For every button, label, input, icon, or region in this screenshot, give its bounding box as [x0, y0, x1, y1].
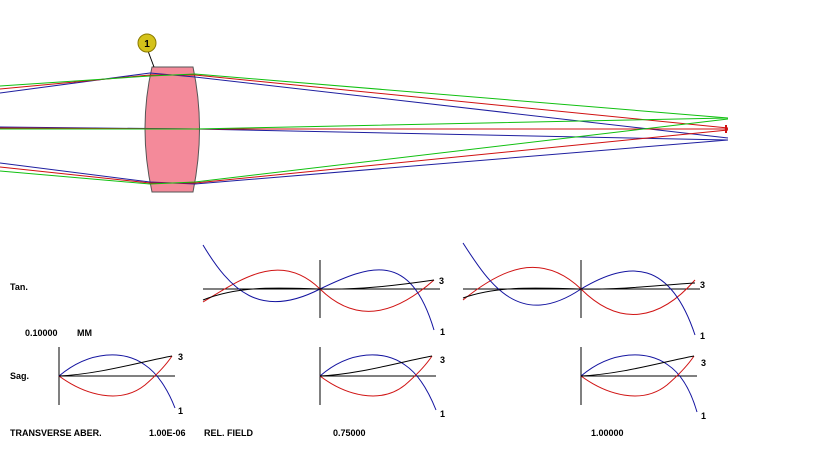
tan-curve-black [202, 279, 435, 301]
footer-field-label: REL. FIELD [204, 428, 253, 438]
sag-curve-blue [319, 354, 437, 411]
element-callout-leader [147, 50, 155, 68]
sag-axis-label-3: 3 [178, 352, 183, 362]
sag-curve-red [580, 355, 695, 397]
footer-field-0: 0.75000 [333, 428, 366, 438]
sag-curve-red [58, 355, 173, 397]
sag-fan-axis [58, 347, 176, 409]
footer-field-1: 1.00000 [591, 428, 624, 438]
ray-top-green [0, 73, 729, 119]
sag-curve-red [319, 355, 433, 397]
tan-0.75-label-3: 3 [439, 276, 444, 286]
scale-value: 0.10000 [25, 328, 58, 338]
tan-row-label: Tan. [10, 282, 28, 292]
tan-0.75-label-1: 1 [440, 327, 445, 337]
tan-curve-red [462, 266, 696, 315]
element-callout-bubble [137, 33, 157, 53]
sag-1.0-label-1: 1 [701, 411, 706, 421]
footer-title: TRANSVERSE ABER. [10, 428, 102, 438]
sag-axis-label-1: 1 [178, 406, 183, 416]
sag-curve-black [580, 355, 695, 377]
tan-1.0-label-1: 1 [700, 331, 705, 341]
tan-curve-black [462, 282, 696, 299]
footer-min-value: 1.00E-06 [149, 428, 186, 438]
sag-row-label: Sag. [10, 371, 30, 381]
tan-1.0-label-3: 3 [700, 280, 705, 290]
scale-unit: MM [77, 328, 92, 338]
sag-curve-blue [580, 354, 698, 413]
sag-fan-1.0 [580, 347, 698, 413]
sag-0.75-label-1: 1 [440, 409, 445, 419]
sag-curve-black [58, 355, 173, 377]
sag-curve-black [319, 355, 433, 377]
ray-bot-green [0, 118, 729, 185]
tan-fan-1.0 [462, 242, 700, 336]
sag-fan-0.75 [319, 347, 437, 411]
sag-1.0-label-3: 3 [701, 358, 706, 368]
element-callout-label: 1 [144, 39, 150, 50]
tan-fan-0.75 [202, 244, 440, 331]
ray-mid-green [0, 117, 729, 130]
sag-curve-blue [58, 354, 176, 409]
lens-layout: 1 [0, 33, 729, 193]
sag-0.75-label-3: 3 [440, 355, 445, 365]
